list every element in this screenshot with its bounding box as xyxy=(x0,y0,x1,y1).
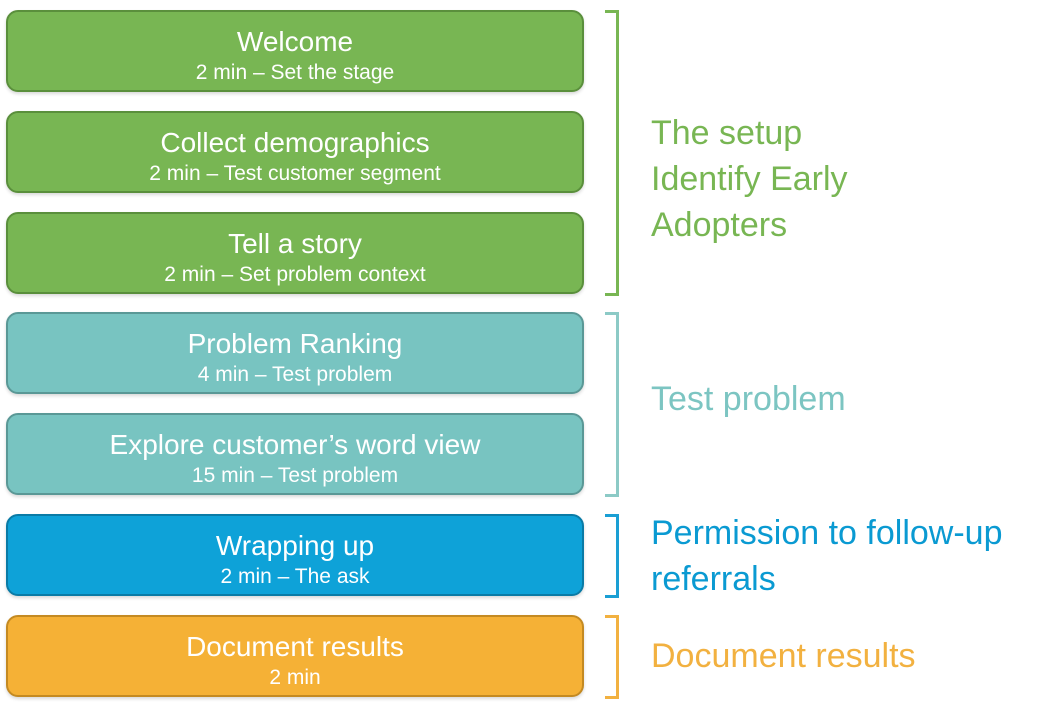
step-detail: 2 min – Set the stage xyxy=(195,61,395,84)
step-box-welcome: Welcome 2 min – Set the stage xyxy=(6,10,584,92)
step-title: Explore customer’s word view xyxy=(109,429,481,460)
step-box-explore-world-view: Explore customer’s word view 15 min – Te… xyxy=(6,413,584,495)
group-label-line: Identify Early xyxy=(651,160,848,198)
bracket-test-problem xyxy=(605,312,619,497)
group-label-permission: Permission to follow-up referrals xyxy=(651,510,1002,602)
step-detail: 2 min – The ask xyxy=(220,565,370,588)
group-label-line: Test problem xyxy=(651,380,846,418)
step-title: Collect demographics xyxy=(160,127,430,158)
group-label-test-problem: Test problem xyxy=(651,376,846,422)
step-title: Problem Ranking xyxy=(187,328,403,359)
step-box-collect-demographics: Collect demographics 2 min – Test custom… xyxy=(6,111,584,193)
step-title: Tell a story xyxy=(228,228,362,259)
step-title: Wrapping up xyxy=(215,530,375,561)
step-title: Welcome xyxy=(236,26,354,57)
bracket-setup xyxy=(605,10,619,296)
group-label-line: The setup xyxy=(651,114,803,152)
step-detail: 2 min – Test customer segment xyxy=(149,162,441,185)
group-label-line: Document results xyxy=(651,637,916,675)
step-box-problem-ranking: Problem Ranking 4 min – Test problem xyxy=(6,312,584,394)
step-box-tell-a-story: Tell a story 2 min – Set problem context xyxy=(6,212,584,294)
step-box-document-results: Document results 2 min xyxy=(6,615,584,697)
bracket-document xyxy=(605,615,619,699)
step-detail: 15 min – Test problem xyxy=(191,464,399,487)
step-detail: 2 min xyxy=(269,666,321,689)
step-box-wrapping-up: Wrapping up 2 min – The ask xyxy=(6,514,584,596)
step-detail: 4 min – Test problem xyxy=(197,363,393,386)
step-detail: 2 min – Set problem context xyxy=(164,263,426,286)
group-label-line: Permission to follow-up xyxy=(651,514,1003,552)
group-label-line: referrals xyxy=(651,560,776,598)
group-label-document: Document results xyxy=(651,633,916,679)
bracket-permission xyxy=(605,514,619,598)
step-title: Document results xyxy=(186,631,404,662)
group-label-setup: The setup Identify Early Adopters xyxy=(651,110,848,248)
group-label-line: Adopters xyxy=(651,206,788,244)
